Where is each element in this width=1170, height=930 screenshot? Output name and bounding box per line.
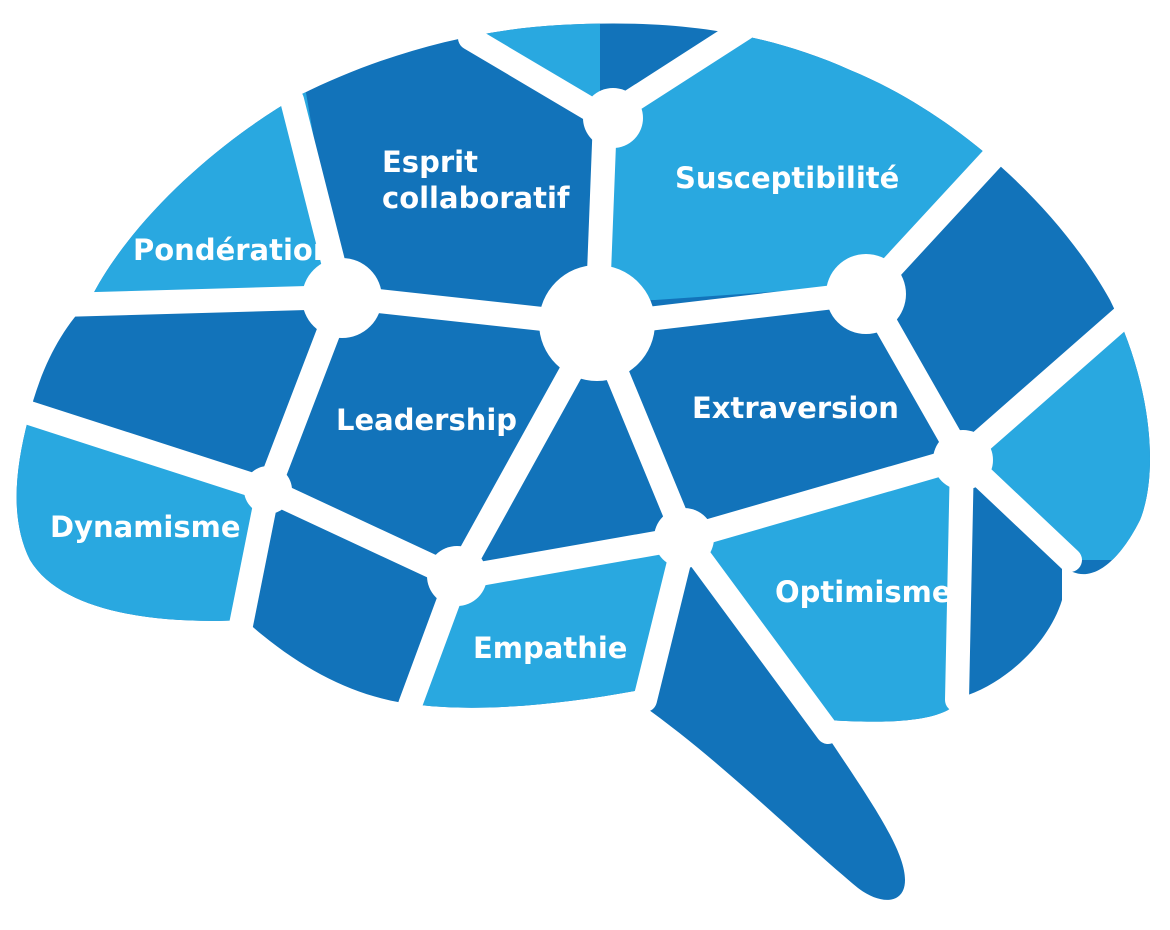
node-bottom-left (427, 546, 487, 606)
label-leadership: Leadership (336, 403, 517, 437)
node-left (302, 258, 382, 338)
region-susceptibilite (598, 30, 1000, 300)
node-far-right (933, 430, 993, 490)
node-center (539, 265, 655, 381)
label-ponderation: Pondération (133, 233, 334, 267)
label-esprit-line2: collaboratif (382, 181, 570, 215)
node-top (583, 88, 643, 148)
labels: Esprit collaboratif Susceptibilité Pondé… (50, 145, 952, 665)
region-dynamisme (16, 410, 265, 640)
label-optimisme: Optimisme (775, 575, 952, 609)
node-bottom-center (654, 508, 714, 568)
node-lower-left (244, 466, 292, 514)
label-susceptibilite: Susceptibilité (675, 161, 899, 195)
label-dynamisme: Dynamisme (50, 510, 241, 544)
nodes (244, 88, 993, 606)
node-right (826, 254, 906, 334)
label-extraversion: Extraversion (692, 391, 899, 425)
label-esprit-line1: Esprit (382, 145, 478, 179)
label-empathie: Empathie (473, 631, 627, 665)
